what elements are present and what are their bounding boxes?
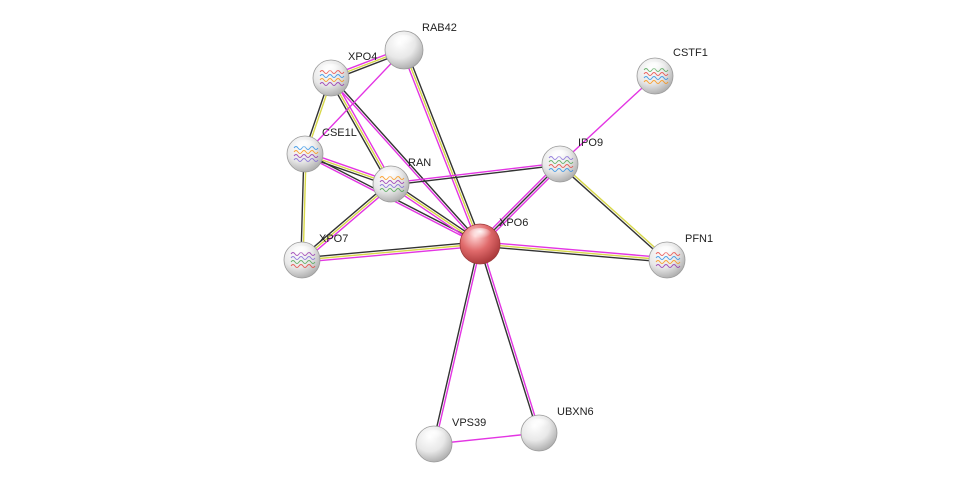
evidence-line-black: [405, 48, 483, 244]
edge-xpo6-rab42[interactable]: [401, 48, 483, 246]
evidence-line-magenta: [559, 75, 656, 165]
evidence-line-black: [479, 245, 668, 263]
node-vps39[interactable]: VPS39: [415, 417, 486, 463]
node-ubxn6[interactable]: UBXN6: [520, 406, 594, 452]
edge-xpo6-pfn1[interactable]: [479, 241, 668, 263]
edge-ipo9-cstf1[interactable]: [559, 75, 656, 165]
evidence-line-magenta: [479, 241, 668, 259]
node-rab42[interactable]: RAB42: [384, 22, 457, 70]
evidence-line-magenta: [301, 245, 481, 263]
evidence-line-black: [299, 181, 391, 260]
node-label: IPO9: [578, 137, 603, 149]
evidence-line-yellow: [479, 243, 668, 261]
edge-ipo9-pfn1[interactable]: [558, 162, 669, 262]
node-label: XPO4: [348, 51, 377, 63]
evidence-line-black: [558, 164, 667, 262]
evidence-line-magenta: [401, 50, 479, 246]
node-highlight: [644, 61, 666, 75]
node-cse1l[interactable]: CSE1L: [286, 127, 357, 173]
evidence-line-black: [331, 76, 482, 244]
node-highlight: [549, 149, 571, 163]
node-label: VPS39: [452, 417, 486, 429]
node-highlight: [291, 245, 313, 259]
evidence-line-black: [432, 243, 480, 445]
edge-xpo6-ubxn6[interactable]: [478, 242, 541, 435]
evidence-line-yellow: [403, 49, 481, 245]
node-highlight: [468, 228, 492, 242]
evidence-line-black: [478, 243, 539, 435]
node-label: XPO6: [499, 217, 528, 229]
evidence-line-black: [301, 241, 481, 259]
edge-xpo6-xpo7[interactable]: [301, 241, 481, 263]
evidence-line-magenta: [304, 49, 405, 155]
node-highlight: [380, 169, 402, 183]
node-label: RAB42: [422, 22, 457, 34]
edge-cse1l-rab42[interactable]: [304, 49, 405, 155]
node-ran[interactable]: RAN: [372, 157, 431, 203]
evidence-line-black: [390, 164, 561, 186]
evidence-line-magenta: [434, 243, 482, 445]
node-xpo4[interactable]: XPO4: [312, 51, 377, 97]
node-xpo7[interactable]: XPO7: [283, 233, 348, 279]
node-highlight: [392, 34, 416, 49]
node-label: XPO7: [319, 233, 348, 245]
node-pfn1[interactable]: PFN1: [648, 233, 713, 279]
evidence-line-yellow: [330, 77, 392, 185]
edge-xpo6-xpo4[interactable]: [329, 76, 482, 246]
node-ipo9[interactable]: IPO9: [541, 137, 603, 183]
node-label: CSE1L: [322, 127, 357, 139]
edge-ran-ipo9[interactable]: [390, 162, 561, 186]
edge-xpo6-vps39[interactable]: [432, 243, 482, 445]
evidence-line-magenta: [480, 242, 541, 434]
node-label: CSTF1: [673, 47, 708, 59]
evidence-line-yellow: [301, 183, 392, 261]
node-cstf1[interactable]: CSTF1: [636, 47, 708, 95]
evidence-line-magenta: [302, 184, 394, 263]
edge-xpo4-ran[interactable]: [328, 76, 394, 186]
node-highlight: [528, 418, 550, 432]
node-label: UBXN6: [557, 406, 594, 418]
edge-ran-xpo7[interactable]: [299, 181, 394, 263]
evidence-line-yellow: [560, 162, 669, 260]
node-label: RAN: [408, 157, 431, 169]
evidence-line-magenta: [329, 78, 480, 246]
evidence-line-black: [328, 78, 390, 186]
node-highlight: [656, 245, 678, 259]
evidence-line-magenta: [390, 162, 561, 184]
node-highlight: [320, 63, 342, 77]
node-label: PFN1: [685, 233, 713, 245]
node-highlight: [294, 139, 316, 153]
evidence-line-yellow: [301, 243, 481, 261]
edge-layer: [299, 47, 669, 445]
node-xpo6[interactable]: XPO6: [459, 217, 528, 265]
node-highlight: [423, 429, 445, 443]
evidence-line-magenta: [332, 76, 394, 184]
